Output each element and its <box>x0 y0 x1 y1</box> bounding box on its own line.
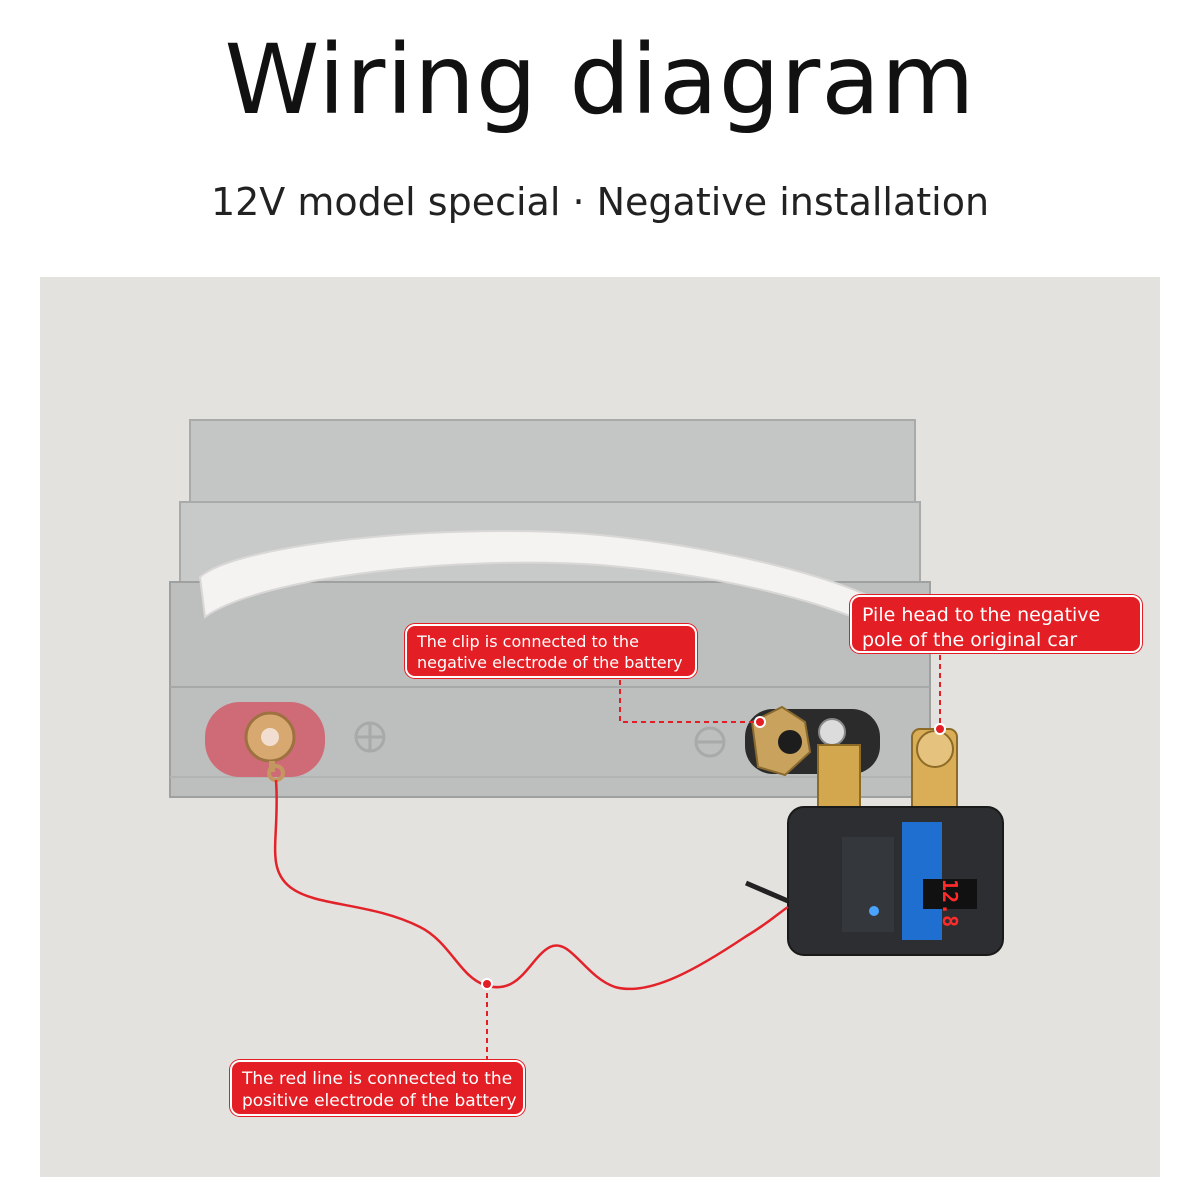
wiring-photo: 12.8 The clip is connected to the negati… <box>40 277 1160 1177</box>
cutoff-switch-device <box>787 806 1004 956</box>
callout-red-line-line-1: The red line is connected to the <box>242 1069 513 1089</box>
page-title: Wiring diagram <box>224 24 976 136</box>
leader-clip <box>619 680 760 723</box>
status-led <box>869 906 879 916</box>
callout-clip-line-2: negative electrode of the battery <box>417 652 683 672</box>
callout-red-line: The red line is connected to the positiv… <box>230 1060 525 1116</box>
callout-pile-head-line-1: Pile head to the negative <box>862 604 1101 626</box>
voltage-display: 12.8 <box>923 879 977 927</box>
red-wire <box>273 779 789 991</box>
battery-lid <box>189 419 916 506</box>
connector-brass-left <box>817 744 861 816</box>
battery-illustration <box>169 419 1004 1060</box>
callout-clip: The clip is connected to the negative el… <box>405 624 697 678</box>
callout-clip-line-1: The clip is connected to the <box>417 632 639 651</box>
page-subtitle: 12V model special · Negative installatio… <box>210 180 990 224</box>
callout-pile-head-line-2: pole of the original car <box>862 628 1078 651</box>
callout-red-line-line-2: positive electrode of the battery <box>242 1091 517 1112</box>
callout-pile-head: Pile head to the negative pole of the or… <box>850 595 1142 653</box>
